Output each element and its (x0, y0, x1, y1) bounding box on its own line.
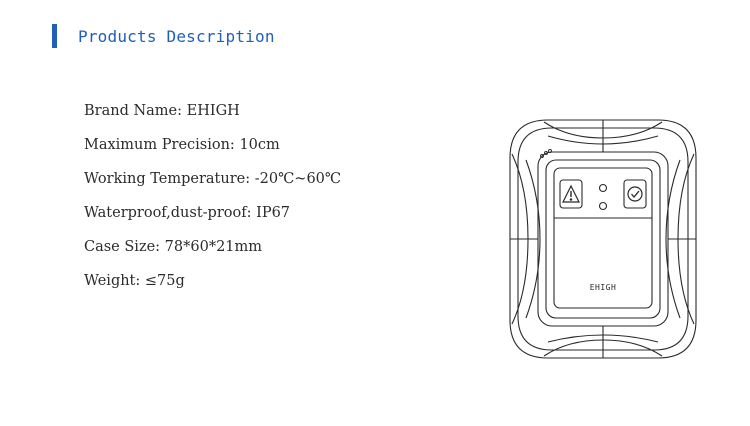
device-logo: EHIGH (590, 283, 617, 292)
section-title: Products Description (78, 27, 275, 46)
spec-weight: Weight: ≤75g (84, 273, 185, 289)
spec-case-size: Case Size: 78*60*21mm (84, 239, 263, 255)
warning-icon (562, 184, 580, 203)
vent-marks (540, 149, 552, 158)
device-outer-shell (509, 119, 697, 359)
led-indicator-bottom (598, 201, 608, 211)
check-icon (627, 186, 643, 202)
device-face-plate (553, 167, 653, 309)
warning-button (559, 179, 583, 209)
spec-working-temperature: Working Temperature: -20℃~60℃ (84, 171, 342, 187)
spec-waterproof: Waterproof,dust-proof: IP67 (84, 205, 291, 221)
led-indicator-top (598, 183, 608, 193)
check-button (623, 179, 647, 209)
spec-list: Brand Name: EHIGH Maximum Precision: 10c… (84, 100, 341, 304)
device-illustration: EHIGH (509, 119, 697, 359)
header-accent-bar (52, 24, 57, 48)
spec-maximum-precision: Maximum Precision: 10cm (84, 137, 280, 153)
spec-brand-name: Brand Name: EHIGH (84, 103, 240, 119)
